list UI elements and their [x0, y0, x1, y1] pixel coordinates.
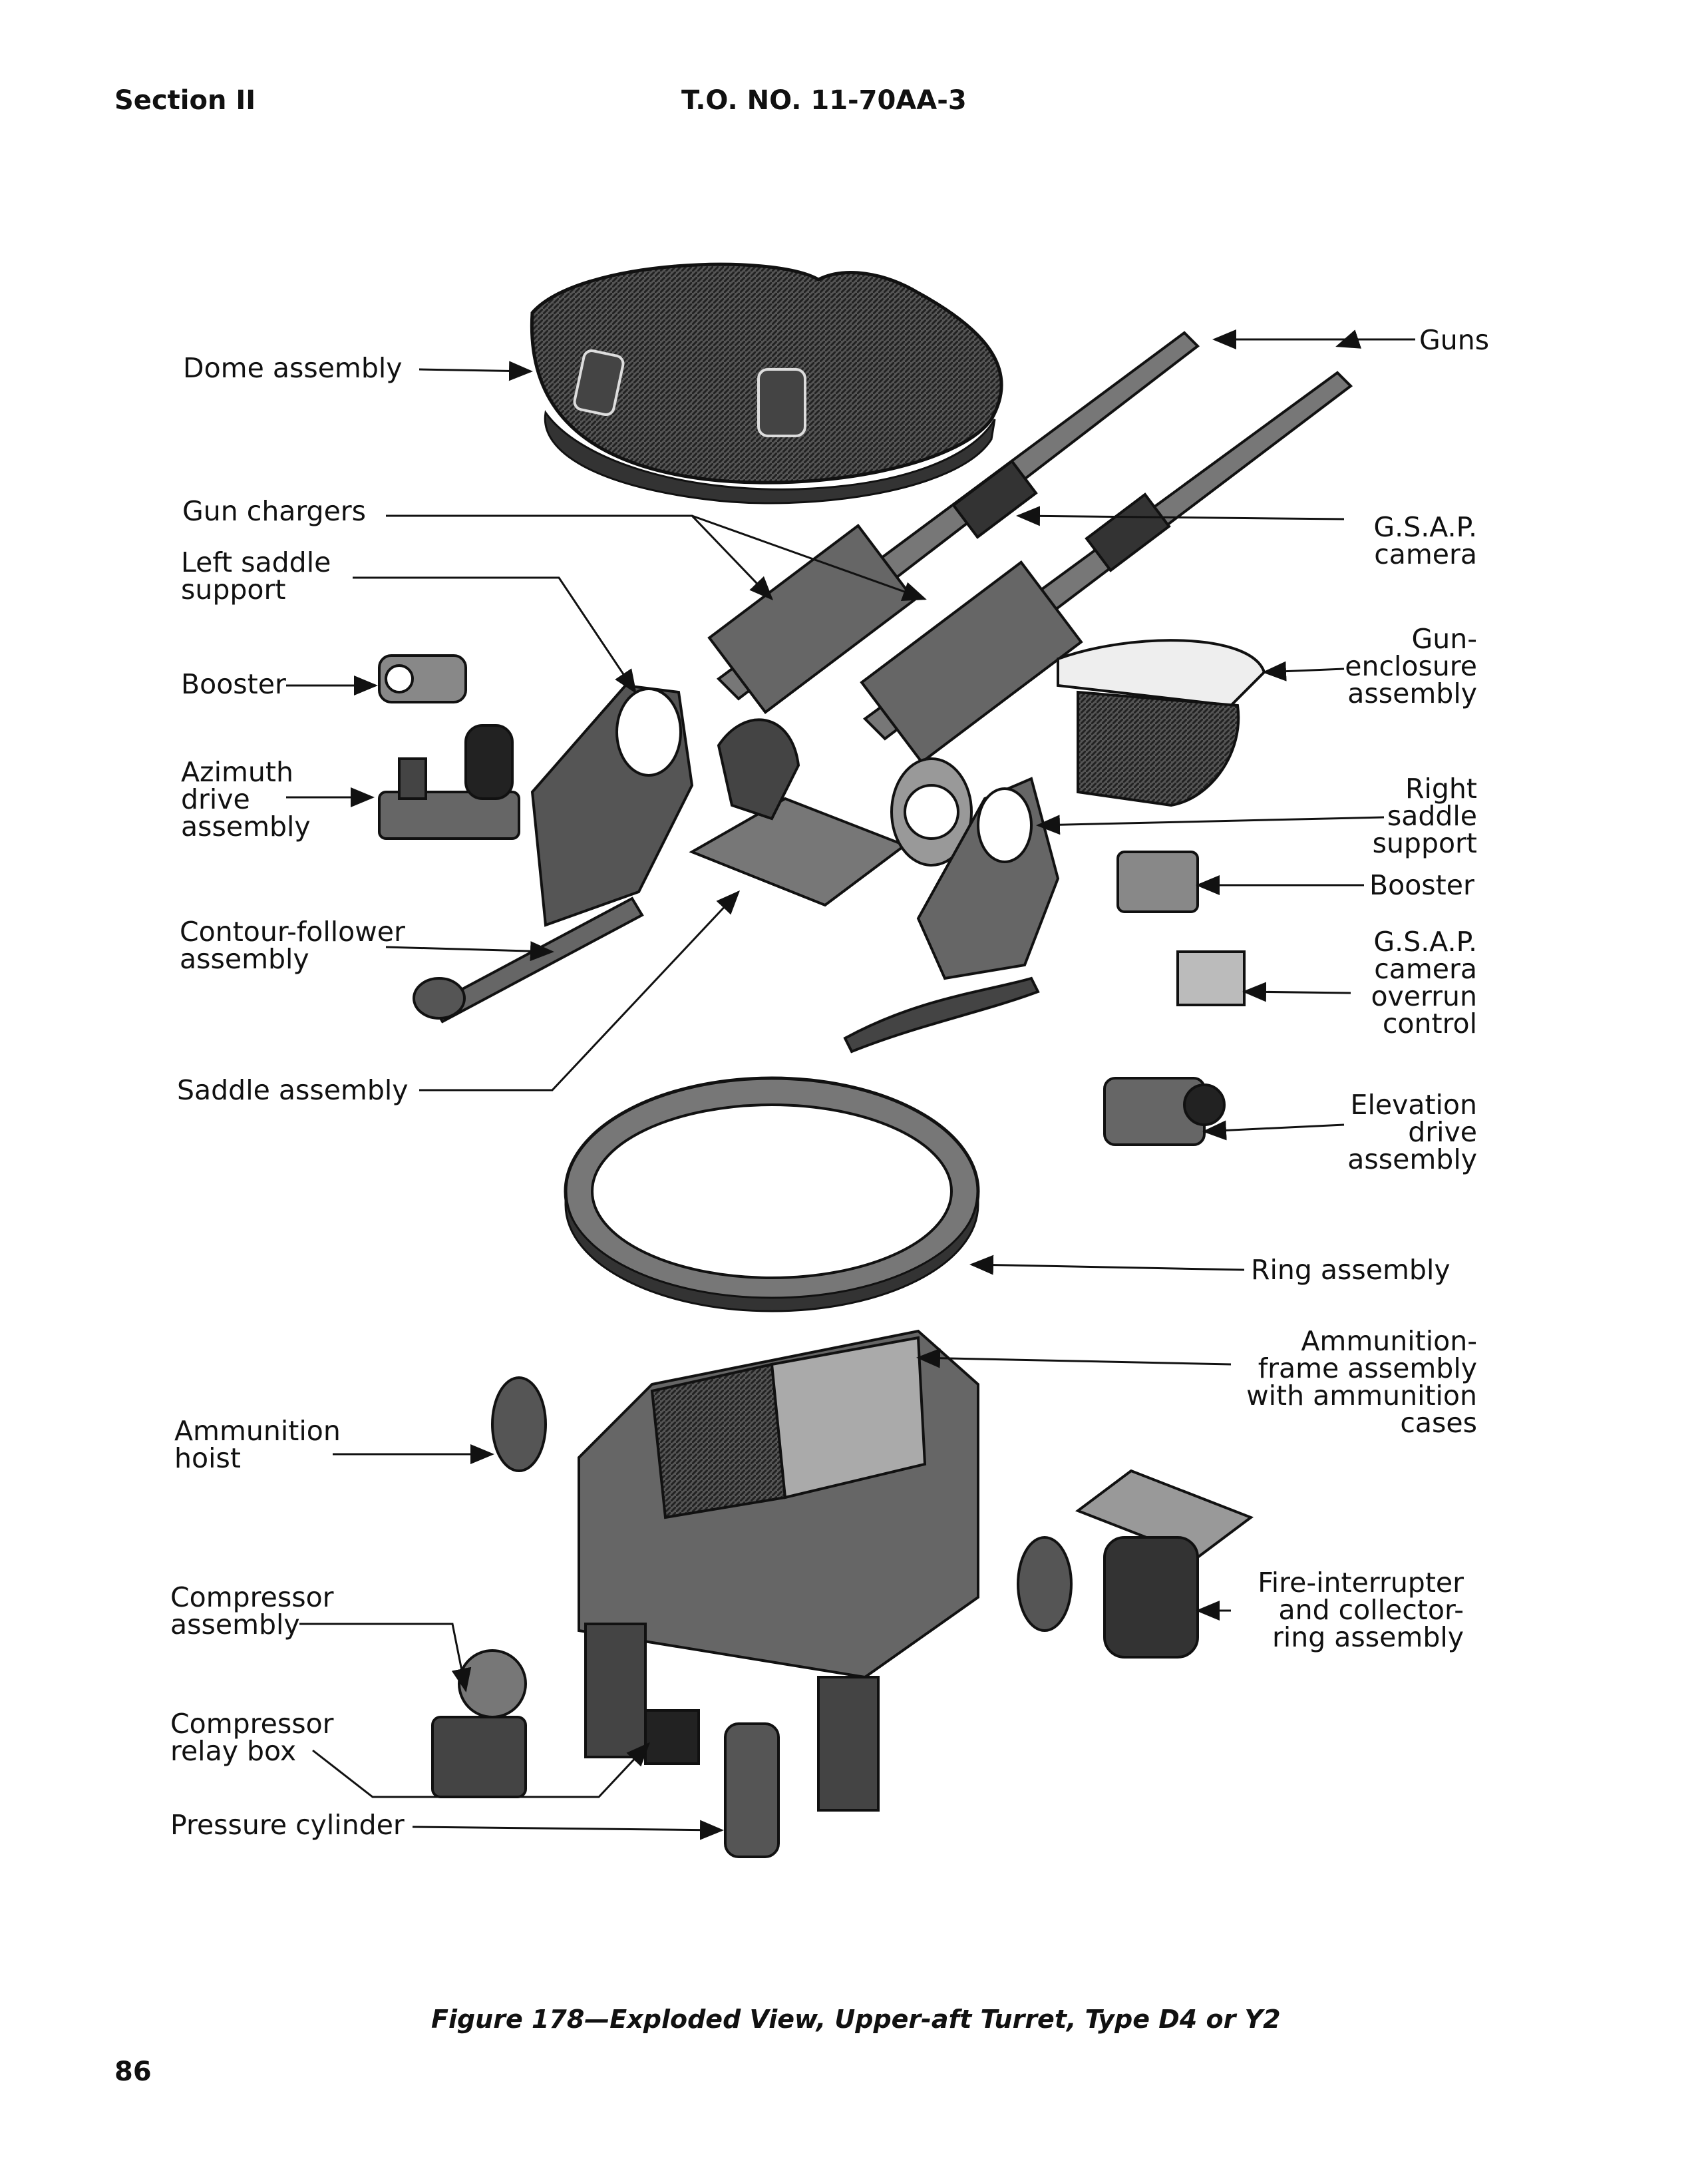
- label-gun-enclosure-assembly: Gun- enclosure assembly: [1345, 623, 1477, 709]
- label-ring-assembly: Ring assembly: [1251, 1254, 1451, 1286]
- label-right-saddle-support: Right saddle support: [1372, 773, 1477, 859]
- gun-enclosure-drawing: [1057, 639, 1266, 807]
- ammunition-frame-drawing: [578, 1329, 979, 1812]
- section-header: Section II: [114, 85, 256, 116]
- label-gsap-overrun-control: G.S.A.P. camera overrun control: [1371, 926, 1477, 1040]
- label-ammunition-hoist: Ammunition hoist: [174, 1415, 341, 1474]
- overrun-control-drawing: [1176, 950, 1246, 1006]
- label-left-saddle-support: Left saddle support: [181, 546, 331, 606]
- label-azimuth-drive-assembly: Azimuth drive assembly: [181, 756, 311, 843]
- contour-follower-drawing: [413, 896, 644, 1024]
- fire-interrupter-drawing: [1075, 1469, 1254, 1659]
- label-booster-right: Booster: [1369, 869, 1474, 901]
- page-number: 86: [114, 2057, 152, 2087]
- label-fire-interrupter: Fire-interrupter and collector- ring ass…: [1258, 1567, 1464, 1653]
- label-gsap-camera: G.S.A.P. camera: [1373, 511, 1477, 570]
- label-saddle-assembly: Saddle assembly: [177, 1074, 409, 1106]
- label-ammunition-frame-assembly: Ammunition- frame assembly with ammuniti…: [1246, 1325, 1477, 1439]
- dome-assembly-drawing: [530, 262, 1003, 504]
- label-compressor-assembly: Compressor assembly: [170, 1581, 334, 1641]
- ammunition-hoist-drawing: [491, 1376, 1073, 1632]
- saddle-assembly-drawing: [689, 718, 973, 907]
- relay-box-drawing: [644, 1709, 700, 1765]
- booster-right-drawing: [1116, 851, 1199, 913]
- pressure-cylinder-drawing: [724, 1722, 780, 1858]
- label-elevation-drive-assembly: Elevation drive assembly: [1347, 1089, 1477, 1175]
- elevation-drive-drawing: [1103, 1077, 1226, 1146]
- leader-lines: [286, 329, 1415, 1840]
- label-booster-left: Booster: [181, 668, 286, 700]
- label-dome-assembly: Dome assembly: [183, 352, 403, 384]
- ring-assembly-drawing: [564, 1076, 980, 1312]
- figure-caption: Figure 178—Exploded View, Upper-aft Turr…: [431, 2005, 1281, 2034]
- label-guns: Guns: [1419, 324, 1490, 356]
- azimuth-drive-drawing: [378, 724, 520, 840]
- document-number: T.O. NO. 11-70AA-3: [681, 85, 967, 116]
- booster-left-drawing: [378, 654, 467, 703]
- label-compressor-relay-box: Compressor relay box: [170, 1708, 334, 1767]
- left-saddle-support-drawing: [530, 684, 694, 927]
- label-pressure-cylinder: Pressure cylinder: [170, 1809, 405, 1841]
- guns-drawing: [707, 331, 1353, 764]
- compressor-drawing: [431, 1649, 527, 1798]
- right-saddle-support-drawing: [843, 777, 1060, 1054]
- label-gun-chargers: Gun chargers: [182, 495, 367, 527]
- label-contour-follower-assembly: Contour-follower assembly: [180, 916, 405, 975]
